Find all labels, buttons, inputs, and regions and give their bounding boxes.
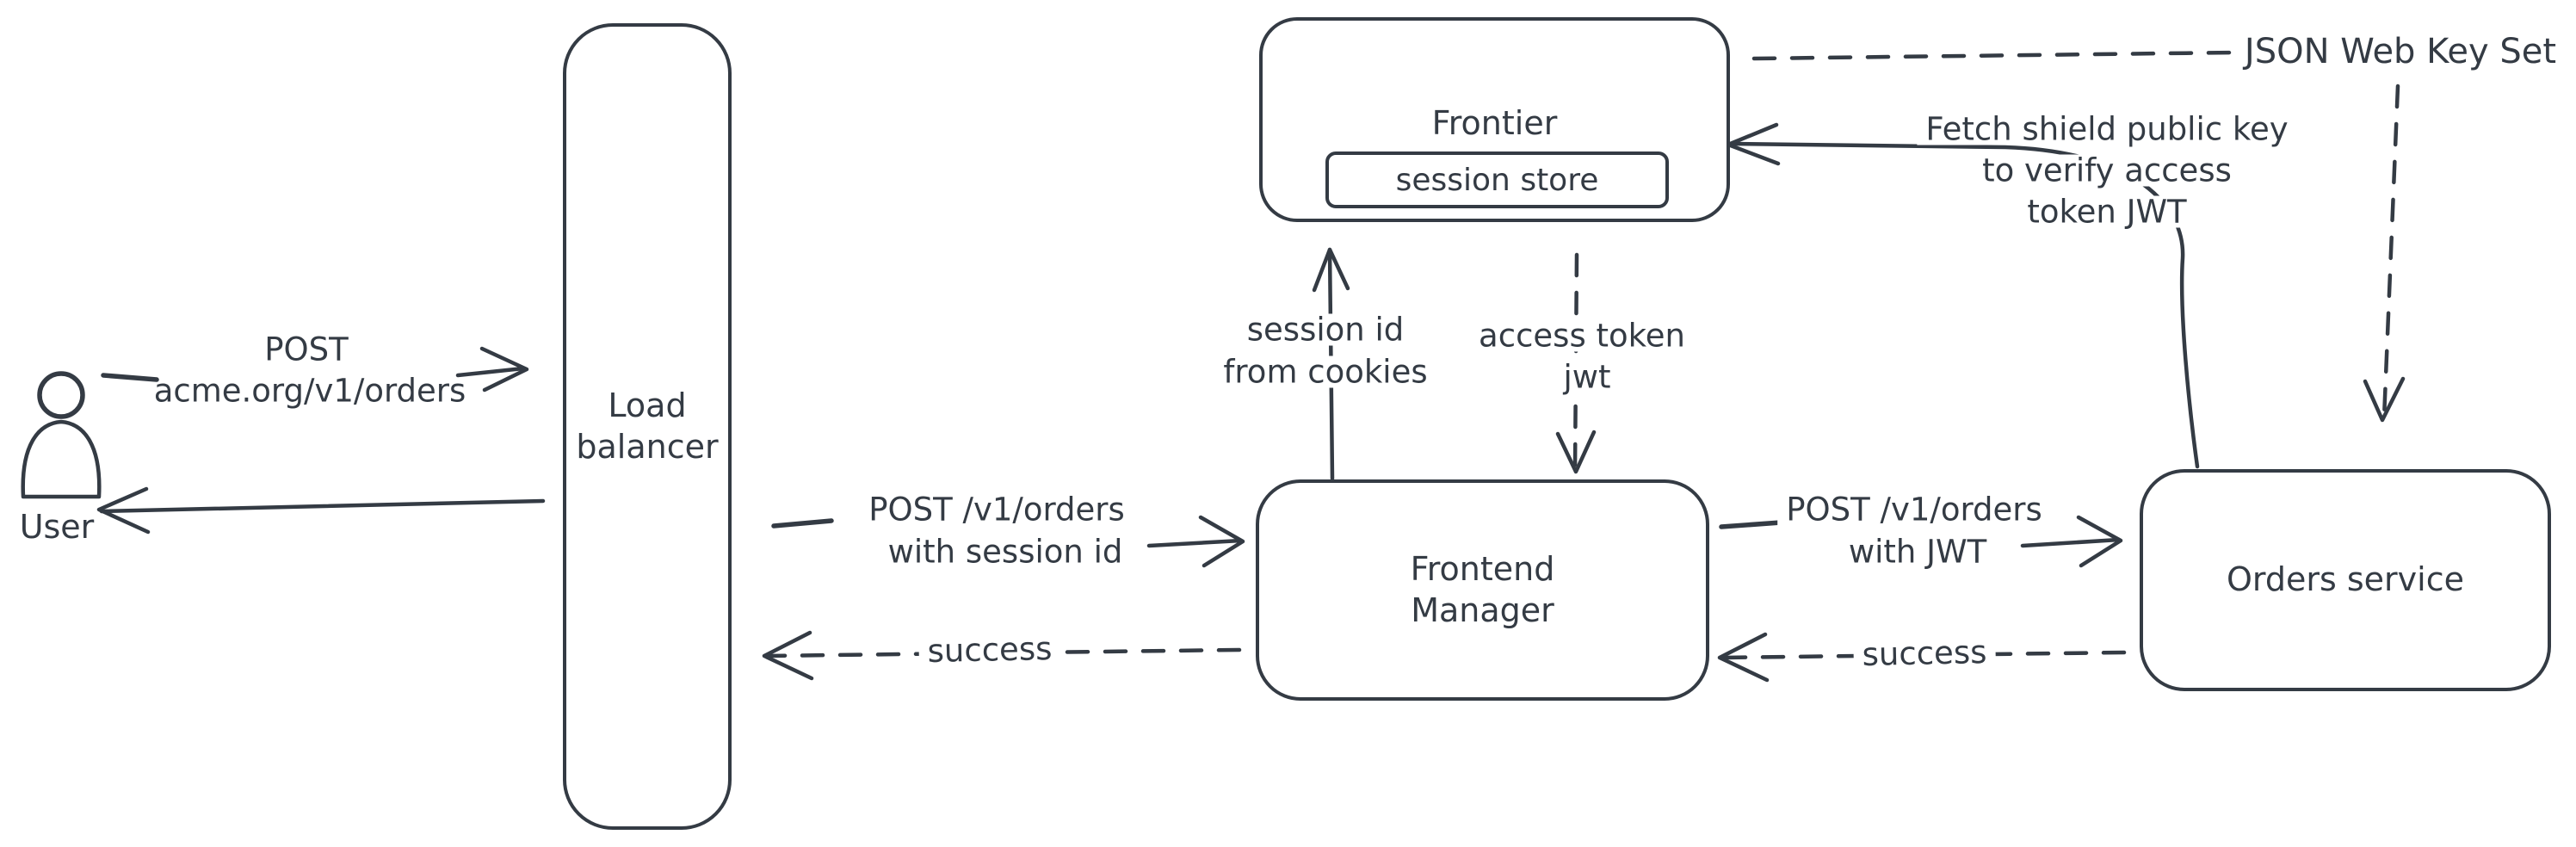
arrow-user-to-lb	[101, 346, 529, 393]
user-label: User	[19, 508, 95, 546]
orders-service-label: Orders service	[2227, 560, 2464, 599]
edge-label-post-acme-line1: POST	[264, 331, 349, 368]
arrow-frontier-jwks	[1751, 50, 2406, 423]
edge-label-access-token-line1: access token	[1470, 319, 1694, 352]
edge-label-post-session-line1: POST /v1/orders	[860, 493, 1134, 526]
node-session-store: session store	[1325, 151, 1669, 208]
edge-label-post-acme-line2: acme.org/v1/orders	[153, 372, 466, 410]
edge-label-post-session-line2: with session id	[879, 535, 1132, 568]
user-icon	[21, 371, 102, 499]
frontier-label: Frontier	[1431, 104, 1558, 142]
edge-label-fetch-key-line3: token JWT	[2018, 195, 2196, 228]
edge-label-post-jwt-line1: POST /v1/orders	[1777, 493, 2051, 526]
node-frontier: Frontier session store	[1259, 17, 1730, 222]
arrow-lb-to-user	[96, 486, 546, 535]
arrow-lb-to-fm	[771, 515, 1245, 568]
edge-label-access-token-line2: jwt	[1554, 361, 1620, 393]
edge-label-post-jwt-line2: with JWT	[1839, 535, 1996, 568]
node-orders-service: Orders service	[2140, 469, 2551, 691]
edge-label-success-right: success	[1853, 634, 1996, 673]
edge-label-session-id-line2: from cookies	[1214, 355, 1436, 388]
edge-label-success-left: success	[918, 630, 1061, 670]
edge-label-fetch-key-line1: Fetch shield public key	[1917, 113, 2297, 145]
edge-label-fetch-key-line2: to verify access	[1974, 154, 2240, 187]
edge-label-session-id-line1: session id	[1238, 313, 1413, 346]
arrow-frontier-to-fm	[1555, 252, 1597, 474]
arrow-fm-to-orders	[1719, 515, 2123, 568]
edge-label-jwks: JSON Web Key Set	[2244, 32, 2557, 71]
session-store-label: session store	[1395, 162, 1599, 198]
